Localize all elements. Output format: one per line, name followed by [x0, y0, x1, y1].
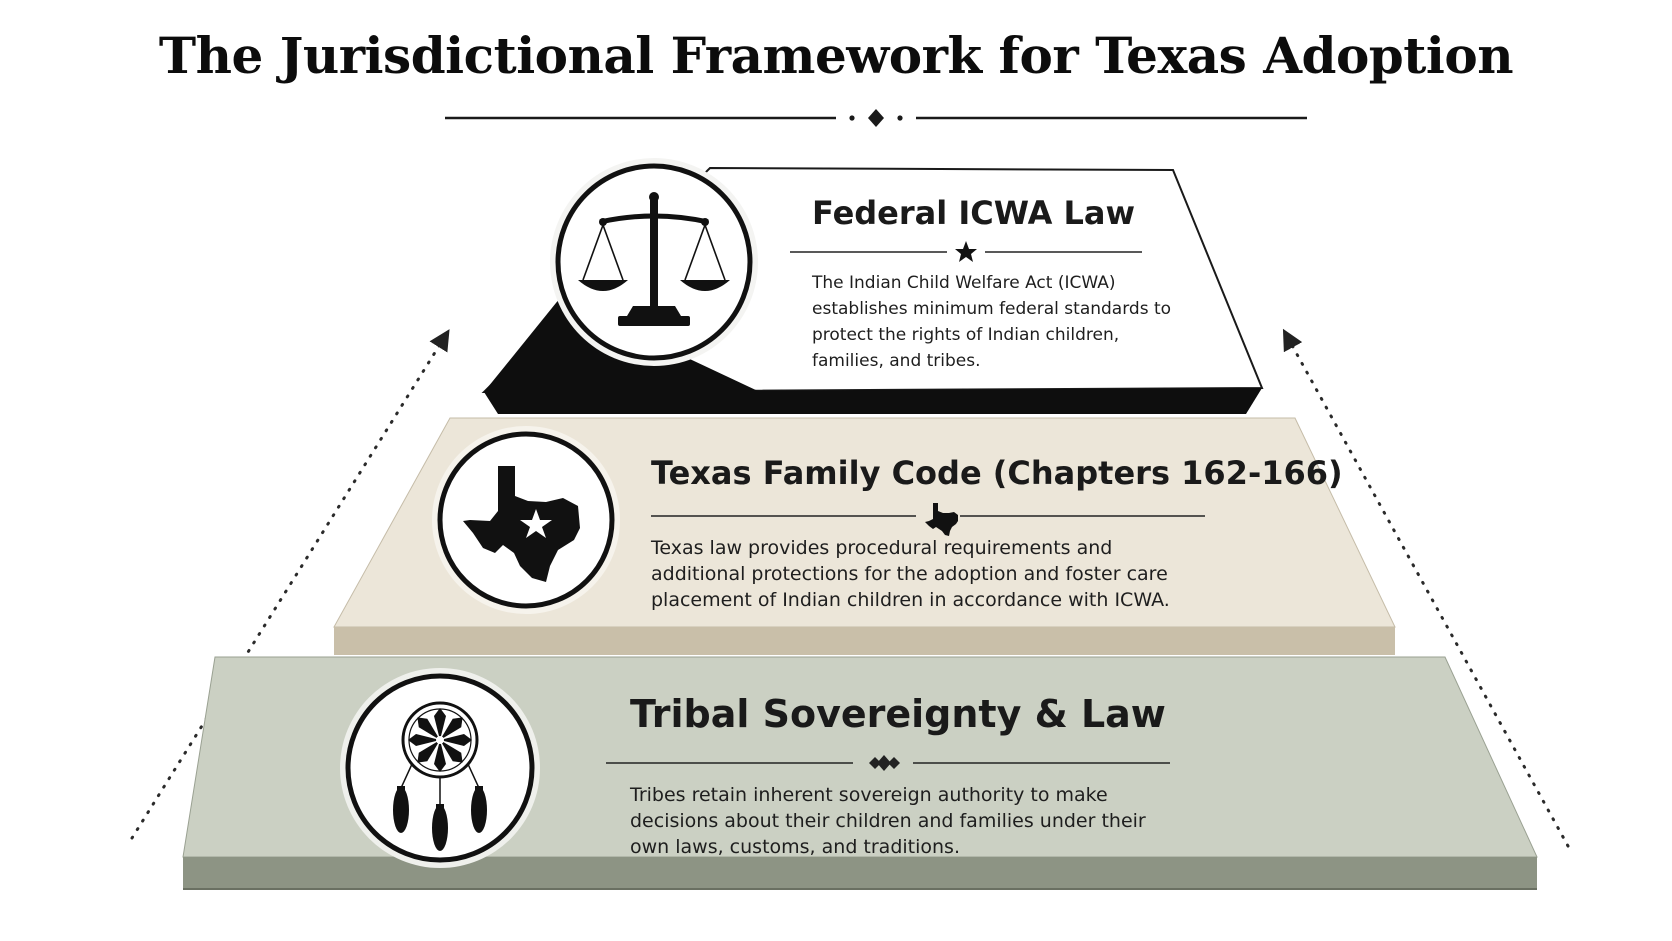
- diamonds-icon: [869, 755, 900, 771]
- texas-divider: [651, 503, 1205, 536]
- dreamcatcher-icon: [340, 668, 540, 868]
- federal-divider: [790, 241, 1142, 262]
- scales-of-justice-icon: [550, 158, 758, 366]
- texas-tier-title: Texas Family Code (Chapters 162-166): [651, 454, 1343, 492]
- texas-tier-description: Texas law provides procedural requiremen…: [651, 537, 1170, 611]
- right-rising-arrow: [1282, 328, 1570, 848]
- page-title: The Jurisdictional Framework for Texas A…: [158, 26, 1514, 85]
- texas-star-map-icon: [432, 426, 620, 614]
- star-icon: [955, 241, 977, 262]
- texas-map-icon: [925, 503, 958, 536]
- federal-tier-description: The Indian Child Welfare Act (ICWA) esta…: [812, 273, 1172, 371]
- title-divider: [445, 109, 1307, 127]
- left-rising-arrow: [130, 329, 450, 840]
- tribal-divider: [606, 755, 1170, 771]
- federal-tier-title: Federal ICWA Law: [812, 194, 1136, 232]
- tribal-tier-description: Tribes retain inherent sovereign authori…: [630, 784, 1146, 858]
- tribal-tier-title: Tribal Sovereignty & Law: [630, 692, 1166, 736]
